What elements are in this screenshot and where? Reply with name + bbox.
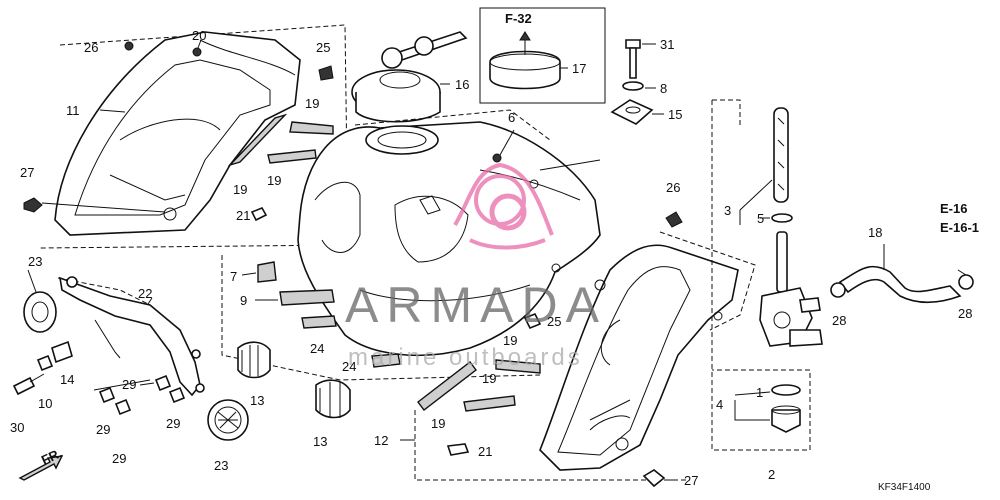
callout-29: 29 [166, 416, 180, 431]
callout-20: 20 [192, 28, 206, 43]
callout-28: 28 [958, 306, 972, 321]
callout-22: 22 [138, 286, 152, 301]
callout-26: 26 [666, 180, 680, 195]
callout-6: 6 [508, 110, 515, 125]
callout-1: 1 [756, 385, 763, 400]
callout-29: 29 [112, 451, 126, 466]
callout-29: 29 [122, 377, 136, 392]
fuel-tank [221, 109, 601, 381]
tank-mount-bolt [610, 39, 664, 125]
fuel-tube [830, 244, 974, 304]
fuel-cock-assembly [711, 99, 823, 451]
callout-4: 4 [716, 397, 723, 412]
callout-23: 23 [28, 254, 42, 269]
ref-e16-1: E-16-1 [940, 220, 979, 235]
callout-2: 2 [768, 467, 775, 482]
callout-25: 25 [316, 40, 330, 55]
watermark-logo: ARMADA marine outboards [345, 162, 607, 371]
callout-7: 7 [230, 269, 237, 284]
forward-direction-arrow [18, 455, 64, 481]
callout-29: 29 [96, 422, 110, 437]
callout-25: 25 [547, 314, 561, 329]
callout-13: 13 [313, 434, 327, 449]
callout-19: 19 [503, 333, 517, 348]
callout-numbers: 26 20 25 19 11 27 19 19 21 16 17 31 8 15… [10, 28, 972, 488]
callout-19: 19 [233, 182, 247, 197]
callout-24: 24 [310, 341, 324, 356]
callout-14: 14 [60, 372, 74, 387]
callout-23: 23 [214, 458, 228, 473]
callout-26: 26 [84, 40, 98, 55]
callout-19: 19 [431, 416, 445, 431]
fuel-cap-assembly [351, 7, 606, 123]
callout-9: 9 [240, 293, 247, 308]
right-shroud-assembly [400, 211, 756, 488]
watermark-tagline: marine outboards [348, 344, 583, 371]
ref-e16: E-16 [940, 201, 967, 216]
callout-13: 13 [250, 393, 264, 408]
reference-labels: F-32 E-16 E-16-1 KF34F1400 FR. [39, 11, 979, 493]
callout-30: 30 [10, 420, 24, 435]
callout-12: 12 [374, 433, 388, 448]
callout-19: 19 [482, 371, 496, 386]
callout-19: 19 [305, 96, 319, 111]
diagram-code: KF34F1400 [878, 482, 931, 493]
left-shroud-assembly [23, 24, 349, 249]
callout-24: 24 [342, 359, 356, 374]
callout-27: 27 [20, 165, 34, 180]
callout-3: 3 [724, 203, 731, 218]
tank-stay-assembly [12, 269, 351, 441]
callout-16: 16 [455, 77, 469, 92]
callout-28: 28 [832, 313, 846, 328]
callout-17: 17 [572, 61, 586, 76]
direction-label: FR. [39, 445, 64, 467]
callout-11: 11 [66, 103, 80, 118]
callout-19: 19 [267, 173, 281, 188]
callout-18: 18 [868, 225, 882, 240]
watermark-emblem [489, 193, 527, 231]
callout-10: 10 [38, 396, 52, 411]
callout-27: 27 [684, 473, 698, 488]
callout-8: 8 [660, 81, 667, 96]
callout-21: 21 [478, 444, 492, 459]
callout-15: 15 [668, 107, 682, 122]
ref-f32: F-32 [505, 11, 532, 26]
callout-21: 21 [236, 208, 250, 223]
watermark-name: ARMADA [345, 277, 607, 333]
callout-5: 5 [757, 211, 764, 226]
callout-31: 31 [660, 37, 674, 52]
